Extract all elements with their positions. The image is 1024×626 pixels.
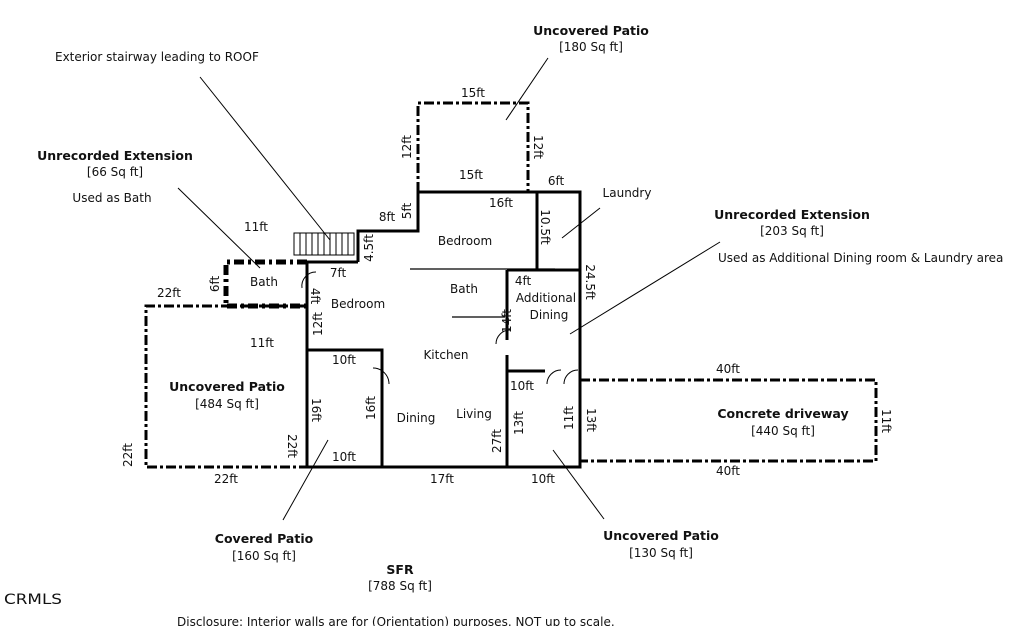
dim-label: 27ft: [490, 429, 504, 453]
dim-label: 15ft: [459, 168, 483, 182]
dim-label: 11ft: [562, 406, 576, 430]
patio-top-title: Uncovered Patio: [533, 23, 649, 38]
ext-bath-title: Unrecorded Extension: [37, 148, 193, 163]
driveway-area: [440 Sq ft]: [751, 424, 815, 438]
dim-label: 11ft: [250, 336, 274, 350]
dim-label: 22ft: [121, 443, 135, 467]
dim-label: 6ft: [208, 276, 222, 293]
room-bath-main: Bath: [450, 282, 478, 296]
room-additional-dining: Dining: [530, 308, 569, 322]
room-living: Living: [456, 407, 492, 421]
dim-label: 13ft: [584, 408, 598, 432]
door-swings: [301, 271, 579, 385]
dim-label: 40ft: [716, 362, 740, 376]
driveway-outline: [580, 378, 878, 463]
disclosure-text: Disclosure: Interior walls are for (Orie…: [177, 615, 615, 626]
dim-label: 16ft: [364, 396, 378, 420]
ext-bath-area: [66 Sq ft]: [87, 165, 143, 179]
room-additional: Additional: [516, 291, 576, 305]
laundry-label: Laundry: [603, 186, 652, 200]
leader-lines: [177, 57, 721, 521]
dim-label: 12ft: [311, 312, 325, 336]
dim-label: 4ft: [308, 288, 322, 305]
room-kitchen: Kitchen: [423, 348, 468, 362]
dim-label: 17ft: [430, 472, 454, 486]
dim-label: 10ft: [531, 472, 555, 486]
patio-bottom-title: Uncovered Patio: [603, 528, 719, 543]
dim-label: 11ft: [879, 409, 893, 433]
patio-left-outline: [144, 304, 382, 469]
patio-bottom-area: [130 Sq ft]: [629, 546, 693, 560]
house-walls: [305, 190, 582, 469]
patio-top-area: [180 Sq ft]: [559, 40, 623, 54]
covered-patio-title: Covered Patio: [215, 531, 314, 546]
dim-label: 6ft: [548, 174, 565, 188]
dim-label: 10.5ft: [538, 209, 552, 245]
patio-left-title: Uncovered Patio: [169, 379, 285, 394]
dim-label: 10ft: [332, 353, 356, 367]
sfr-title: SFR: [386, 562, 414, 577]
stairway-icon: [293, 232, 355, 256]
dim-label: 40ft: [716, 464, 740, 478]
dim-label: 22ft: [157, 286, 181, 300]
crmls-logo: CRMLS: [4, 592, 62, 608]
patio-left-area: [484 Sq ft]: [195, 397, 259, 411]
dim-label: 13ft: [512, 411, 526, 435]
dim-label: 5ft: [400, 203, 414, 220]
dim-label: 11ft: [244, 220, 268, 234]
dim-label: 24.5ft: [583, 264, 597, 300]
dim-label: 22ft: [285, 434, 299, 458]
room-bedroom-left: Bedroom: [331, 297, 385, 311]
patio-top-outline: [416, 101, 530, 192]
dim-label: 10ft: [510, 379, 534, 393]
dim-label: 16ft: [489, 196, 513, 210]
dim-label: 12ft: [400, 135, 414, 159]
ext-bath-use: Used as Bath: [72, 191, 151, 205]
dim-label: 4ft: [515, 274, 532, 288]
dim-label: 16ft: [309, 398, 323, 422]
room-dining: Dining: [397, 411, 436, 425]
covered-patio-area: [160 Sq ft]: [232, 549, 296, 563]
dim-label: 7ft: [330, 266, 347, 280]
dim-label: 4.5ft: [362, 234, 376, 262]
ext-dining-title: Unrecorded Extension: [714, 207, 870, 222]
ext-dining-area: [203 Sq ft]: [760, 224, 824, 238]
dim-label: 15ft: [461, 86, 485, 100]
room-bedroom-top: Bedroom: [438, 234, 492, 248]
dim-label: 22ft: [214, 472, 238, 486]
dim-label: 10ft: [332, 450, 356, 464]
dim-label: 14ft: [500, 309, 514, 333]
driveway-title: Concrete driveway: [717, 406, 848, 421]
dim-label: 8ft: [379, 210, 396, 224]
ext-dining-use: Used as Additional Dining room & Laundry…: [718, 251, 1003, 265]
sfr-area: [788 Sq ft]: [368, 579, 432, 593]
stairway-note: Exterior stairway leading to ROOF: [55, 50, 259, 64]
dim-label: 12ft: [531, 135, 545, 159]
room-bath-extension: Bath: [250, 275, 278, 289]
